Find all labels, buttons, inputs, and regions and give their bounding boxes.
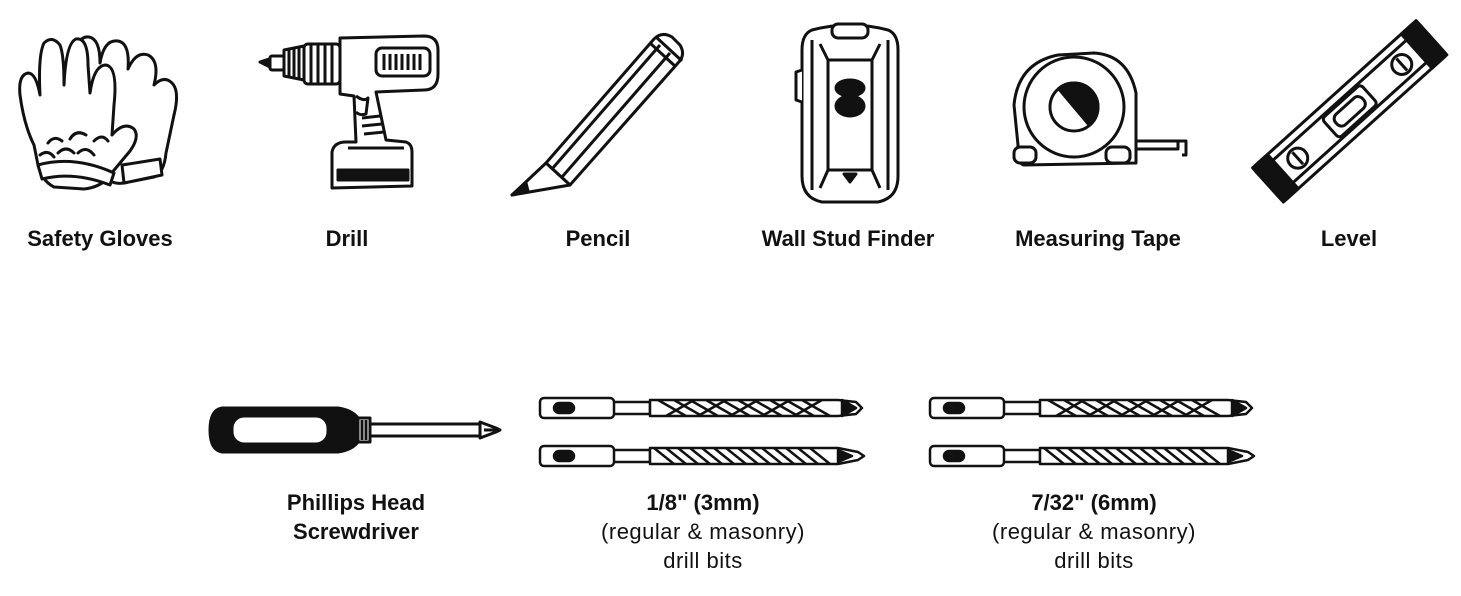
stud-finder-icon bbox=[798, 20, 903, 206]
stud-finder-label: Wall Stud Finder bbox=[761, 226, 935, 251]
drill-bits-large-label: 7/32" (6mm) (regular & masonry) drill bi… bbox=[992, 490, 1196, 573]
level-label: Level bbox=[1320, 226, 1378, 251]
drill-bits-small-icon bbox=[538, 394, 868, 472]
pencil-icon bbox=[508, 25, 688, 200]
measuring-tape-icon bbox=[1008, 45, 1193, 175]
measuring-tape-label: Measuring Tape bbox=[1015, 226, 1181, 251]
level-icon bbox=[1252, 15, 1447, 210]
drill-icon bbox=[256, 30, 446, 195]
drill-label: Drill bbox=[325, 226, 369, 251]
screwdriver-icon bbox=[208, 404, 503, 456]
drill-bits-large-icon bbox=[928, 394, 1260, 472]
safety-gloves-icon bbox=[14, 25, 184, 195]
screwdriver-label: Phillips Head Screwdriver bbox=[286, 490, 426, 544]
pencil-label: Pencil bbox=[565, 226, 631, 251]
safety-gloves-label: Safety Gloves bbox=[27, 226, 173, 251]
drill-bits-small-label: 1/8" (3mm) (regular & masonry) drill bit… bbox=[601, 490, 805, 573]
